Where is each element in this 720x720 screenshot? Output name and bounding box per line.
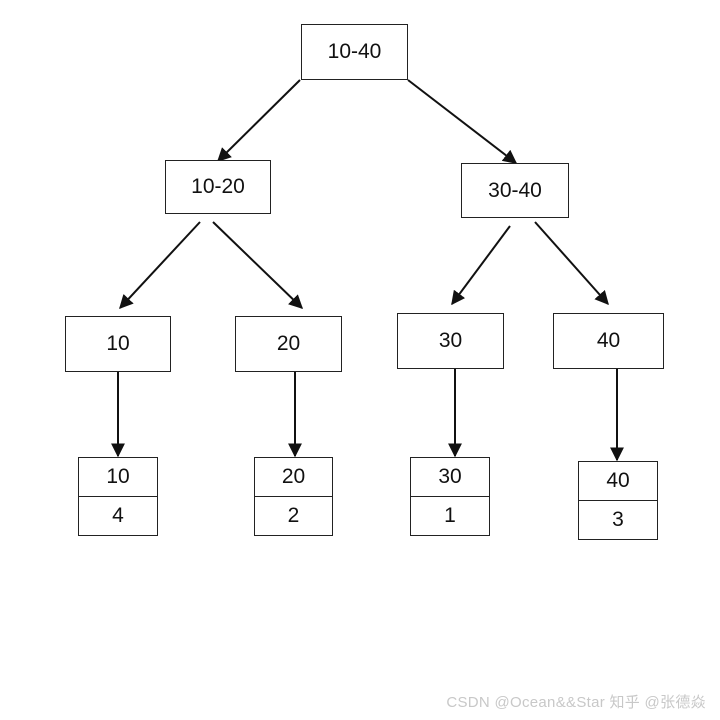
leaf-value: 3: [612, 508, 624, 531]
leaf-node-10: 10 4: [78, 457, 158, 536]
edge-10-20-to-10: [119, 221, 201, 310]
key-node-30: 30: [397, 313, 504, 369]
leaf-key: 20: [255, 458, 332, 497]
leaf-node-20: 20 2: [254, 457, 333, 536]
edge-10-20-to-20: [212, 221, 304, 309]
range-node-30-40: 30-40: [461, 163, 569, 218]
edge-30-40-to-30: [451, 225, 511, 306]
leaf-value: 2: [287, 504, 300, 527]
leaf-value: 4: [112, 504, 124, 527]
edge-root-to-30-40: [407, 79, 518, 164]
key-node-20: 20: [235, 316, 342, 372]
edge-30-40-to-40: [534, 221, 609, 306]
leaf-node-30: 30 1: [410, 457, 490, 536]
leaf-key: 40: [579, 462, 657, 501]
root-node: 10-40: [301, 24, 408, 80]
range-node-10-20: 10-20: [165, 160, 271, 214]
leaf-value: 1: [444, 504, 456, 527]
leaf-key: 30: [411, 458, 489, 497]
key-node-40: 40: [553, 313, 664, 369]
watermark-text: CSDN @Ocean&&Star 知乎 @张德焱: [446, 694, 706, 711]
leaf-node-40: 40 3: [578, 461, 658, 540]
leaf-key: 10: [79, 458, 157, 497]
edge-root-to-10-20: [217, 79, 301, 162]
key-node-10: 10: [65, 316, 171, 372]
